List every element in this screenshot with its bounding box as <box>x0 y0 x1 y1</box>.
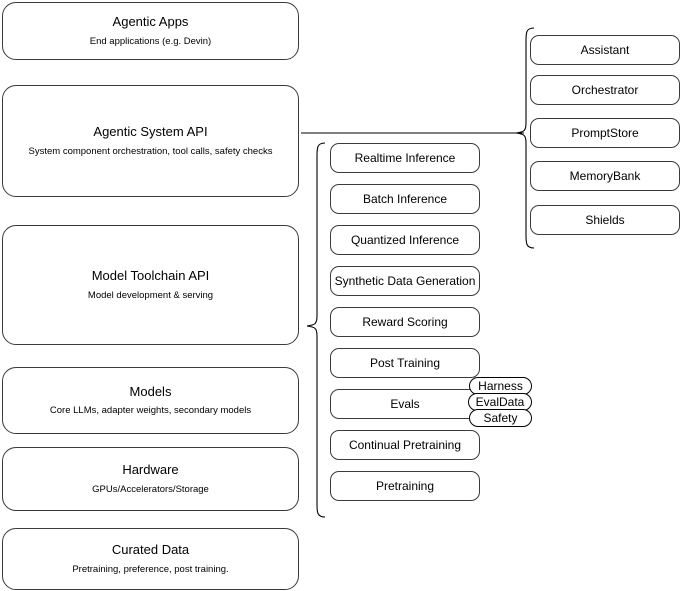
toolchain-component-continual-pretraining[interactable]: Continual Pretraining <box>330 430 480 460</box>
system-component-memorybank[interactable]: MemoryBank <box>530 161 680 191</box>
toolchain-component-label: Evals <box>390 397 420 411</box>
stack-layer-subtitle: Model development & serving <box>87 289 214 301</box>
stack-layer-title: Models <box>129 383 172 399</box>
toolchain-component-label: Continual Pretraining <box>348 438 462 452</box>
toolchain-component-label: Realtime Inference <box>354 151 456 165</box>
stack-layer-hardware[interactable]: Hardware GPUs/Accelerators/Storage <box>2 447 299 511</box>
toolchain-component-label: Reward Scoring <box>362 315 448 329</box>
eval-subcomponent-label: EvalData <box>475 395 525 409</box>
toolchain-component-realtime-inference[interactable]: Realtime Inference <box>330 143 480 173</box>
system-component-orchestrator[interactable]: Orchestrator <box>530 75 680 105</box>
system-component-label: Shields <box>585 213 625 227</box>
stack-layer-title: Agentic Apps <box>112 14 189 30</box>
system-component-label: Orchestrator <box>571 83 639 97</box>
toolchain-component-label: Synthetic Data Generation <box>334 274 476 288</box>
toolchain-component-label: Quantized Inference <box>350 233 460 247</box>
stack-layer-subtitle: Pretraining, preference, post training. <box>72 563 229 575</box>
toolchain-component-evals[interactable]: Evals <box>330 389 480 419</box>
stack-layer-title: Model Toolchain API <box>91 268 210 284</box>
toolchain-component-label: Post Training <box>369 356 441 370</box>
eval-subcomponent-harness[interactable]: Harness <box>469 377 532 395</box>
toolchain-component-label: Pretraining <box>375 479 435 493</box>
eval-subcomponent-label: Harness <box>478 379 523 393</box>
eval-subcomponent-safety[interactable]: Safety <box>469 409 532 427</box>
toolchain-component-batch-inference[interactable]: Batch Inference <box>330 184 480 214</box>
stack-layer-title: Agentic System API <box>93 124 208 140</box>
toolchain-component-pretraining[interactable]: Pretraining <box>330 471 480 501</box>
stack-layer-title: Curated Data <box>111 542 190 558</box>
system-component-shields[interactable]: Shields <box>530 205 680 235</box>
system-components-brace <box>515 27 535 249</box>
toolchain-component-reward-scoring[interactable]: Reward Scoring <box>330 307 480 337</box>
toolchain-component-synthetic-data-generation[interactable]: Synthetic Data Generation <box>330 266 480 296</box>
toolchain-brace <box>306 142 326 518</box>
eval-subcomponent-evaldata[interactable]: EvalData <box>468 393 532 411</box>
stack-layer-subtitle: System component orchestration, tool cal… <box>28 145 273 157</box>
system-component-assistant[interactable]: Assistant <box>530 35 680 65</box>
toolchain-component-post-training[interactable]: Post Training <box>330 348 480 378</box>
stack-layer-model-toolchain-api[interactable]: Model Toolchain API Model development & … <box>2 225 299 345</box>
stack-layer-agentic-apps[interactable]: Agentic Apps End applications (e.g. Devi… <box>2 2 299 60</box>
stack-layer-subtitle: GPUs/Accelerators/Storage <box>92 483 209 495</box>
eval-subcomponent-label: Safety <box>483 411 518 425</box>
system-component-label: MemoryBank <box>569 169 641 183</box>
stack-layer-curated-data[interactable]: Curated Data Pretraining, preference, po… <box>2 528 299 590</box>
toolchain-component-label: Batch Inference <box>362 192 448 206</box>
stack-layer-subtitle: End applications (e.g. Devin) <box>89 35 212 47</box>
stack-layer-subtitle: Core LLMs, adapter weights, secondary mo… <box>49 405 252 417</box>
system-component-promptstore[interactable]: PromptStore <box>530 118 680 148</box>
stack-layer-agentic-system-api[interactable]: Agentic System API System component orch… <box>2 85 299 197</box>
toolchain-component-quantized-inference[interactable]: Quantized Inference <box>330 225 480 255</box>
stack-layer-models[interactable]: Models Core LLMs, adapter weights, secon… <box>2 367 299 434</box>
stack-layer-title: Hardware <box>122 462 179 478</box>
system-component-label: Assistant <box>580 43 630 57</box>
system-component-label: PromptStore <box>571 126 639 140</box>
